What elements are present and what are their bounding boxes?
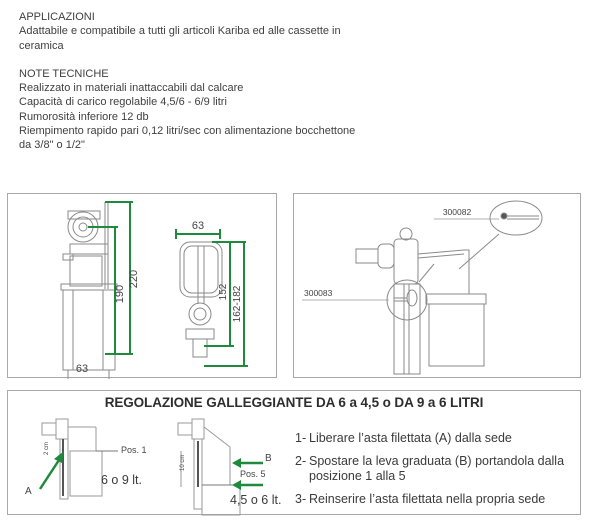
capacity-6-9-label: 6 o 9 lt. [101,473,142,487]
step-text: Liberare l’asta filettata (A) dalla sede [309,431,512,445]
adjustment-steps: 1- Liberare l’asta filettata (A) dalla s… [295,431,575,515]
capacity-45-6-label: 4,5 o 6 lt. [230,493,282,507]
dimensions-drawing-panel: 63 190 220 63 152 162-182 [7,193,277,379]
spare-parts-panel: 300082 300083 [293,193,581,378]
side-height-220-label: 220 [128,270,140,288]
step-number: 2- [295,454,307,468]
step-text: Spostare la leva graduata (B) portandola… [309,454,565,483]
step-number: 3- [295,492,307,506]
side-width-label: 63 [76,363,88,375]
note-line: Riempimento rapido pari 0,12 litri/sec c… [19,125,356,138]
step-item: 3- Reinserire l’asta filettata nella pro… [295,492,575,507]
applicazioni-line: Adattabile e compatibile a tutti gli art… [19,25,341,38]
applicazioni-heading: APPLICAZIONI [19,11,95,23]
note-line: Capacità di carico regolabile 4,5/6 - 6/… [19,96,227,109]
arrow-label-b: B [265,453,272,464]
step-text: Reinserire l’asta filettata nella propri… [309,492,546,506]
product-description: APPLICAZIONI Adattabile e compatibile a … [19,10,359,153]
arrow-label-a: A [25,486,32,497]
measure-2cm: 2 cm [44,442,50,455]
front-width-label: 63 [192,220,204,232]
note-tecniche-heading: NOTE TECNICHE [19,67,109,80]
spare-parts-drawing: 300082 300083 [302,200,543,375]
adjustment-figures: 2 cm A Pos. 1 10 cm B Pos. 5 [25,418,272,516]
float-adjustment-panel: REGOLAZIONE GALLEGGIANTE DA 6 a 4,5 o DA… [7,390,581,516]
part-number-left: 300083 [304,288,333,298]
step-item: 2- Spostare la leva graduata (B) portand… [295,454,575,484]
dimension-lines [88,201,248,367]
side-height-190-label: 190 [114,285,126,303]
step-item: 1- Liberare l’asta filettata (A) dalla s… [295,431,575,446]
applicazioni-line: ceramica [19,39,64,52]
dimensions-drawing: 63 190 220 63 152 162-182 [60,201,248,379]
front-height-range-label: 162-182 [232,285,243,322]
position-1-label: Pos. 1 [121,445,147,455]
part-number-top: 300082 [443,207,472,217]
position-5-label: Pos. 5 [240,469,266,479]
adjustment-title: REGOLAZIONE GALLEGGIANTE DA 6 a 4,5 o DA… [104,395,484,410]
front-height-152-label: 152 [218,283,229,300]
note-line: Realizzato in materiali inattaccabili da… [19,82,244,95]
step-number: 1- [295,431,307,445]
note-line: da 3/8" o 1/2" [19,139,85,152]
note-line: Rumorosità inferiore 12 db [19,110,149,123]
measure-10cm: 10 cm [180,455,186,471]
